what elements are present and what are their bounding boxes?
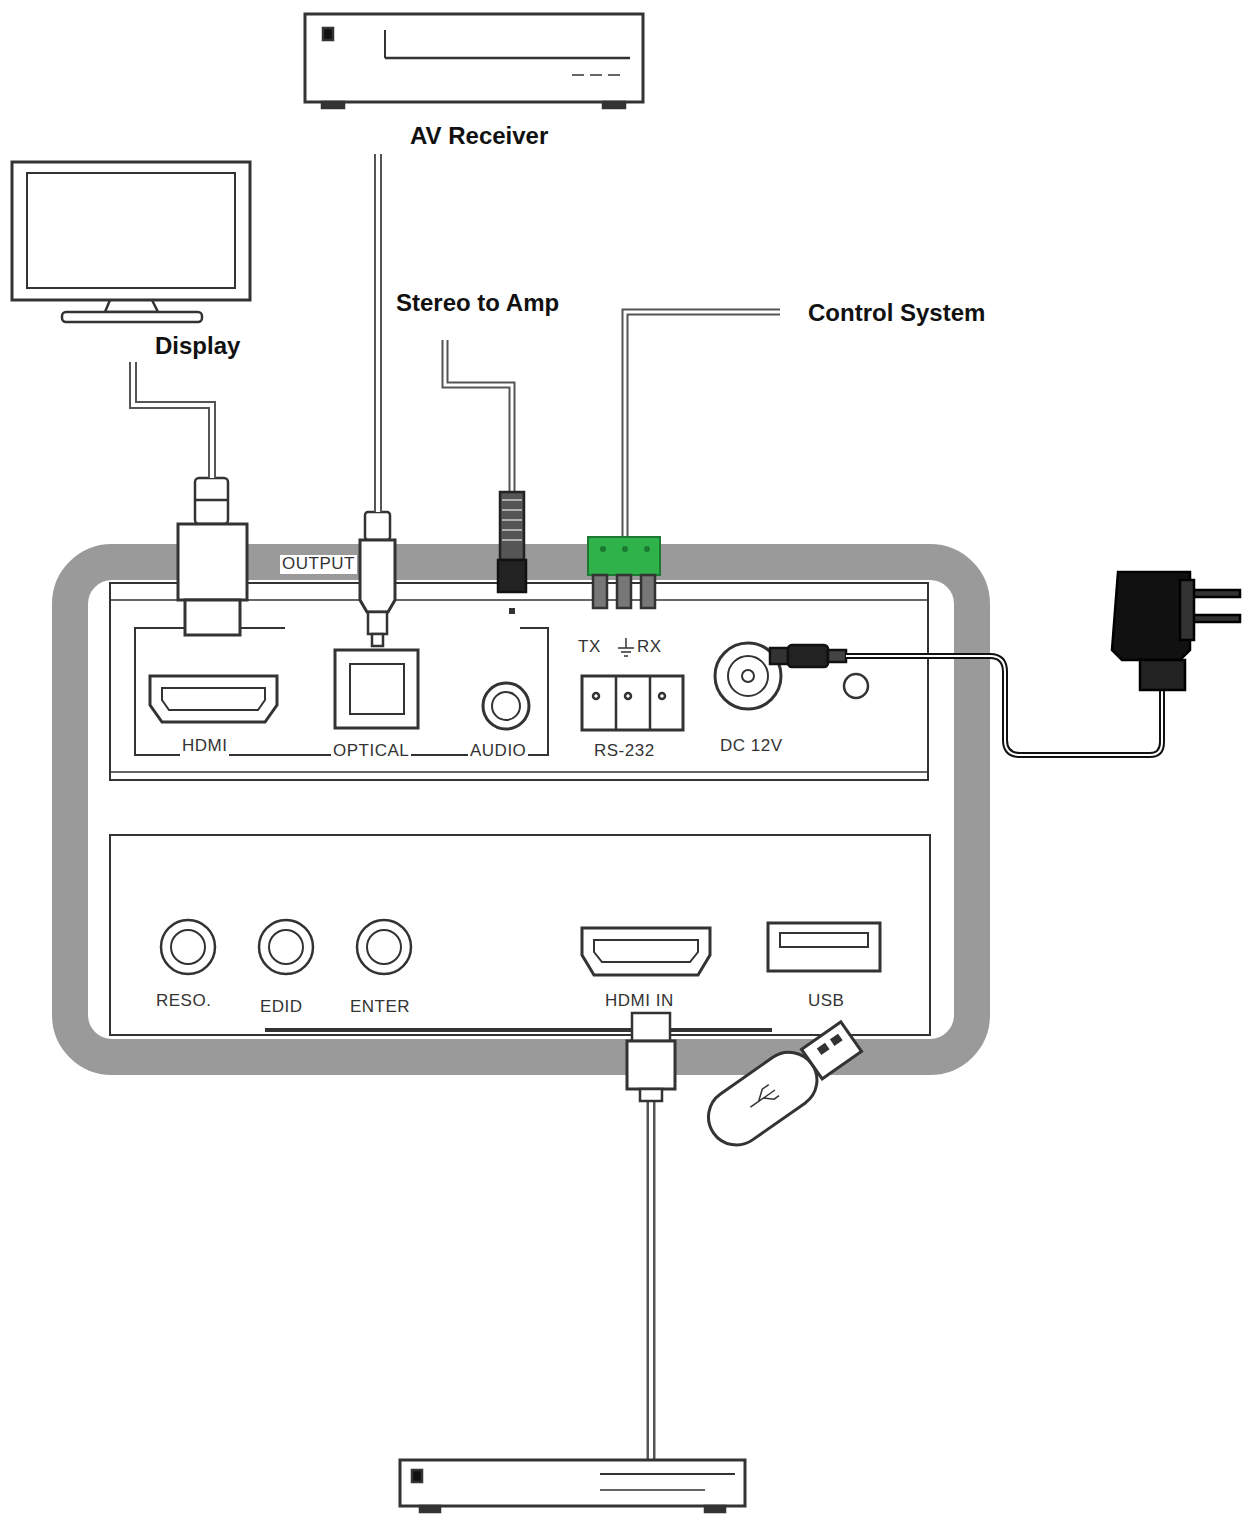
port-label: USB — [806, 992, 846, 1011]
port-label: AUDIO — [468, 742, 528, 761]
cable — [378, 154, 379, 512]
pin-label: RX — [635, 638, 664, 657]
button-label: RESO. — [154, 992, 213, 1011]
port-label: OPTICAL — [331, 742, 411, 761]
port-label: DC 12V — [718, 737, 785, 756]
port-label: RS-232 — [592, 742, 657, 761]
port-node: OPTICAL — [328, 512, 428, 765]
wire-label: Control System — [808, 300, 985, 326]
cable-core — [376, 154, 380, 512]
device-label: Display — [155, 333, 240, 359]
cable-outline — [133, 362, 212, 478]
device-label: AV Receiver — [410, 123, 548, 149]
pin-label: TX — [576, 638, 603, 657]
button-label: ENTER — [348, 998, 412, 1017]
button-label: EDID — [258, 998, 305, 1017]
port-node: HDMI — [140, 478, 285, 760]
cable-outline — [374, 154, 382, 512]
port-label: HDMI — [180, 737, 229, 756]
cable-core — [133, 362, 212, 478]
device-node: Display — [12, 160, 254, 362]
wire-label: Stereo to Amp — [396, 290, 559, 316]
port-label: HDMI IN — [603, 992, 676, 1011]
cable — [133, 362, 212, 478]
device-node: AV Receiver — [305, 14, 643, 154]
panel-label: OUTPUT — [280, 555, 357, 574]
